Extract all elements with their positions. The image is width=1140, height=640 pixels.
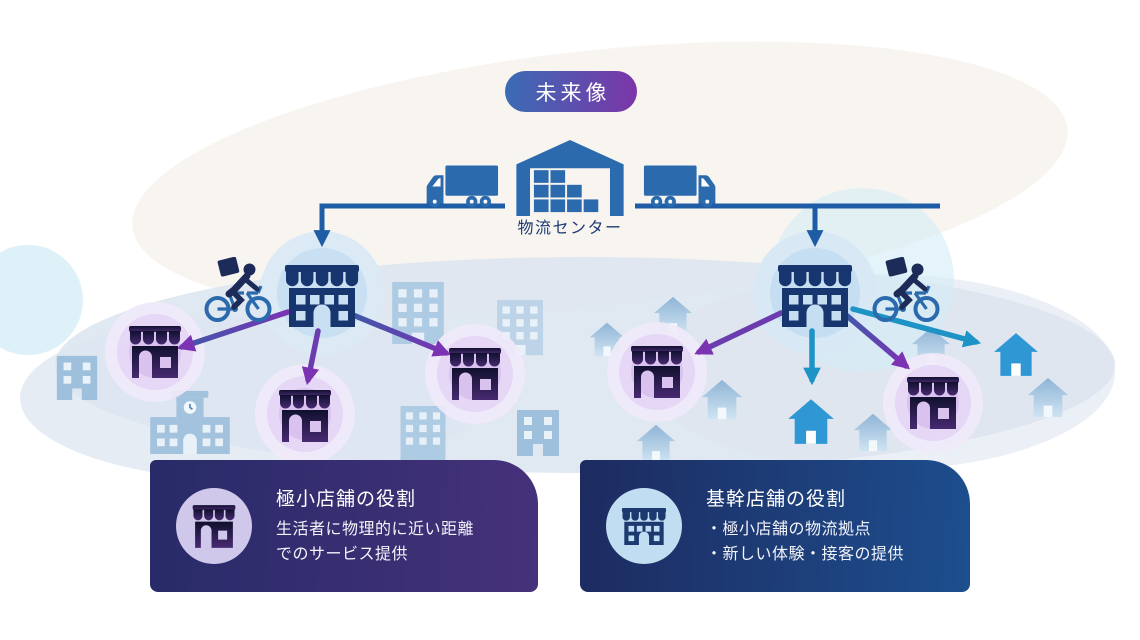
- micro-store-icon: [447, 348, 503, 400]
- core-store-right-icon: [775, 265, 855, 327]
- micro-store-icon: [905, 377, 961, 429]
- core-store-card-icon-circle: [606, 488, 682, 564]
- logistics-center-icon: [512, 138, 628, 216]
- building-icon: [398, 406, 448, 460]
- house-icon: [852, 409, 894, 455]
- building-icon: [392, 282, 444, 344]
- card-body-line: ・極小店舗の物流拠点: [706, 521, 872, 539]
- badge-label: 未来像: [535, 81, 611, 105]
- micro-store-icon: [127, 326, 183, 378]
- core-store-icon: [621, 507, 667, 545]
- future-vision-badge: 未来像: [505, 71, 637, 112]
- building-icon: [56, 352, 98, 400]
- house-icon: [588, 321, 626, 357]
- card-body-line: 生活者に物理的に近い距離: [276, 521, 475, 539]
- micro-store-icon: [277, 390, 333, 442]
- truck-right-icon: [642, 162, 718, 208]
- house-icon: [651, 295, 695, 335]
- house-icon: [908, 326, 954, 366]
- micro-store-icon: [629, 346, 685, 398]
- house-icon: [634, 423, 678, 463]
- building-icon: [517, 404, 559, 458]
- card-body-line: ・新しい体験・接客の提供: [706, 546, 905, 563]
- truck-left-icon: [424, 162, 500, 208]
- building-icon: [497, 299, 543, 356]
- card-title: 極小店舗の役割: [276, 489, 417, 511]
- card-title: 基幹店舗の役割: [706, 489, 847, 511]
- micro-store-card: 極小店舗の役割 生活者に物理的に近い距離 でのサービス提供: [150, 460, 538, 592]
- house-icon: [1026, 375, 1070, 419]
- courier-bike-right-icon: [871, 257, 941, 325]
- micro-store-card-icon-circle: [176, 488, 252, 564]
- blue-house-icon: [786, 395, 836, 447]
- core-store-card: 基幹店舗の役割 ・極小店舗の物流拠点 ・新しい体験・接客の提供: [580, 460, 970, 592]
- core-store-card-text: 基幹店舗の役割 ・極小店舗の物流拠点 ・新しい体験・接客の提供: [706, 484, 904, 568]
- logistics-center-label: 物流センター: [517, 220, 623, 237]
- micro-store-card-text: 極小店舗の役割 生活者に物理的に近い距離 でのサービス提供: [276, 484, 474, 568]
- blue-house-icon: [992, 329, 1040, 379]
- courier-bike-left-icon: [203, 257, 273, 325]
- house-icon: [700, 377, 744, 421]
- school-icon: [148, 388, 232, 454]
- card-body-line: でのサービス提供: [276, 546, 409, 563]
- core-store-left-icon: [282, 265, 362, 327]
- micro-store-icon: [192, 504, 236, 548]
